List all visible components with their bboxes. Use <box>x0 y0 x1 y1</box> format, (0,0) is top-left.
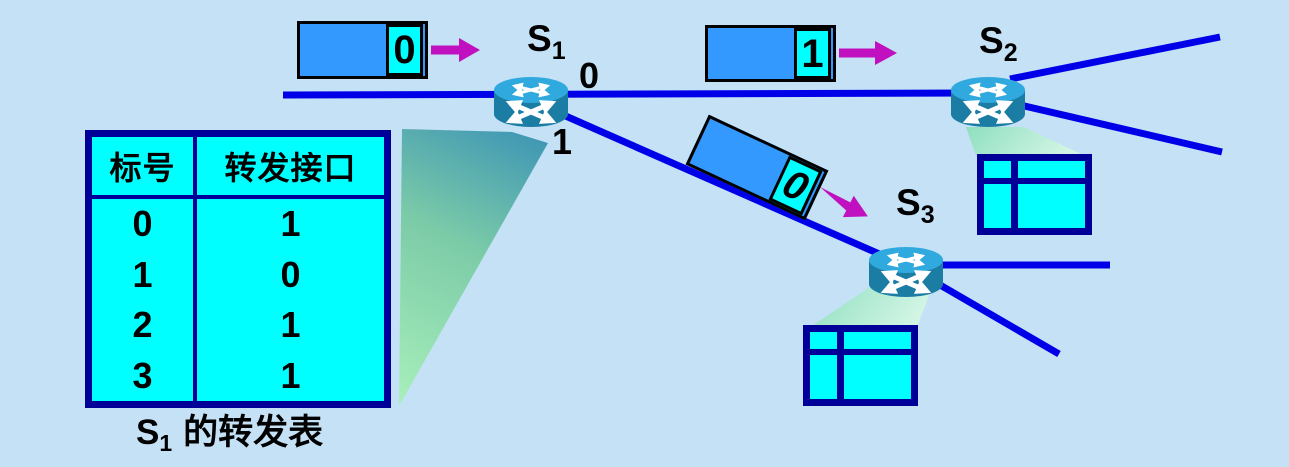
switch-label-s1: S1 <box>527 18 566 65</box>
packet-1-label: 0 <box>386 24 423 76</box>
mini-table-horizontal-divider <box>984 178 1085 184</box>
link-line-s2-lower <box>1015 100 1223 156</box>
switch-icon-s1 <box>494 77 568 127</box>
table-cell: 1 <box>92 249 198 300</box>
table-header-row: 标号 转发接口 <box>92 137 384 199</box>
table-cell: 1 <box>280 354 301 396</box>
switch-label-s3: S3 <box>896 182 935 229</box>
switch-icon-s3 <box>869 247 943 297</box>
table-cell: 3 <box>92 350 198 401</box>
link-line-s2-upper <box>1009 33 1221 83</box>
link-line-s1-s3 <box>550 106 904 268</box>
table-row: 3 1 <box>92 350 384 401</box>
table-cell: 0 <box>280 253 301 295</box>
forward-arrow-packet2 <box>839 41 897 65</box>
packet-2: 1 <box>705 25 836 82</box>
table-row: 2 1 <box>92 300 384 351</box>
mini-table-vertical-divider <box>837 332 844 399</box>
table-cell: 1 <box>280 304 301 346</box>
spotlight-cone-s2 <box>966 127 1085 156</box>
forward-arrow-packet3 <box>820 186 868 218</box>
mini-table-vertical-divider <box>1011 161 1018 228</box>
table-row: 0 1 <box>92 199 384 250</box>
table-header-interface-col: 转发接口 <box>224 150 357 186</box>
table-header-label-col: 标号 <box>92 137 198 195</box>
table-cell: 0 <box>92 199 198 250</box>
table-cell: 1 <box>280 203 301 245</box>
table-cell: 2 <box>92 300 198 351</box>
packet-1: 0 <box>297 21 428 79</box>
switch-label-s2: S2 <box>979 20 1018 67</box>
spotlight-cone-s1 <box>399 129 548 406</box>
s2-forwarding-table-icon <box>977 154 1092 235</box>
switch-icon-s2 <box>951 77 1025 127</box>
s1-port0-label: 0 <box>579 55 600 96</box>
s1-port1-label: 1 <box>552 121 573 162</box>
s3-forwarding-table-icon <box>803 325 918 406</box>
forward-arrow-packet1 <box>431 38 480 62</box>
s1-forwarding-table: 标号 转发接口 0 1 1 0 2 1 3 1 <box>85 130 391 408</box>
table-body: 0 1 1 0 2 1 3 1 <box>92 199 384 401</box>
spotlight-cone-s3 <box>806 287 932 330</box>
packet-2-label: 1 <box>794 28 831 79</box>
link-line-main-horizontal <box>282 89 976 99</box>
table-row: 1 0 <box>92 249 384 300</box>
mini-table-horizontal-divider <box>810 349 911 355</box>
